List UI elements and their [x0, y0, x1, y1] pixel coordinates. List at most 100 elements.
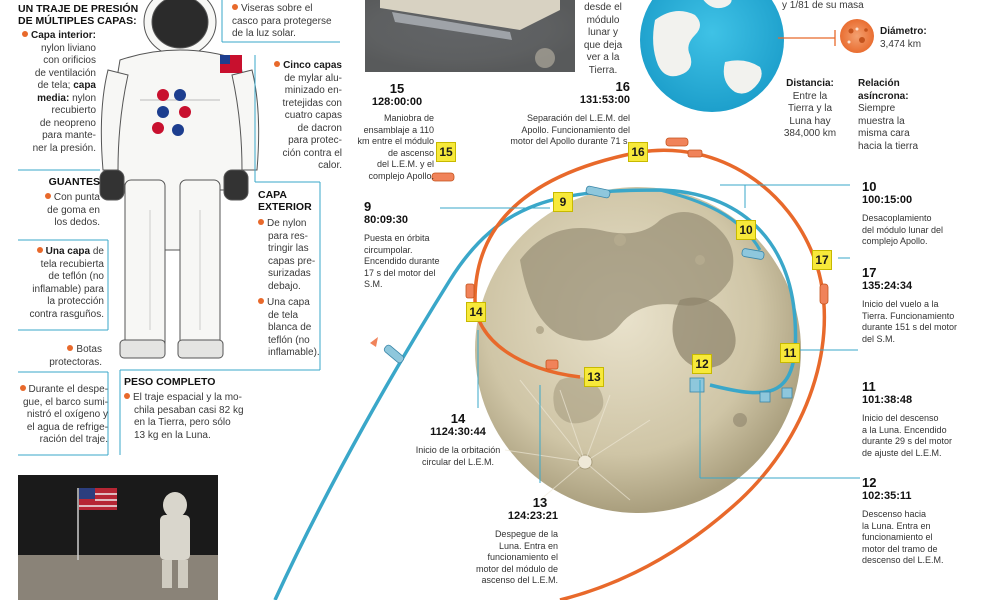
step-11: 11 101:38:48 Inicio del descenso a la Lu… — [862, 380, 987, 459]
middle-line: nylon — [72, 92, 96, 104]
distance-line: Tierra y la — [787, 103, 833, 114]
step-line: Apollo. Funcionamiento del — [521, 124, 630, 135]
small-moon-icon — [840, 19, 874, 53]
step-line: motor del tramo de — [862, 543, 938, 554]
middle-line: para mante- — [42, 130, 96, 141]
moon-disc-icon — [475, 187, 801, 513]
visors-line: casco para protegerse — [232, 15, 332, 27]
distance-label: Distancia: — [786, 78, 834, 89]
step-line: funcionamiento el — [487, 552, 558, 562]
top-spacecraft-photo — [365, 0, 575, 72]
badge-13: 13 — [584, 367, 604, 387]
step-line: Separación del L.E.M. del — [526, 113, 630, 123]
bullet-dot — [67, 345, 74, 351]
step-line: funcionamiento el — [862, 532, 933, 542]
outer-line: debajo. — [268, 280, 301, 292]
inner-line: nylon liviano — [40, 42, 96, 54]
middle-line: de neopreno — [39, 117, 96, 129]
step-line: circular del L.E.M. — [421, 456, 495, 467]
suit-title-line2: DE MÚLTIPLES CAPAS: — [18, 15, 137, 27]
step-number: 17 — [862, 265, 877, 280]
teflon-label: Una capa — [45, 246, 91, 257]
launch-line: Durante el despe- — [28, 384, 109, 395]
middle-line: ner la presión. — [32, 142, 96, 154]
badge-12: 12 — [692, 354, 712, 374]
step-line: del módulo lunar del — [862, 224, 944, 235]
inner-line: con orificios — [43, 55, 96, 66]
teflon-layer-text: Una capa de tela recubierta de teflón (n… — [8, 246, 105, 321]
step-line: Descenso hacia — [862, 509, 927, 519]
boots-line: protectoras. — [49, 356, 102, 368]
launch-text: Durante el despe- gue, el barco sumi- ni… — [8, 384, 108, 447]
gloves-line: de goma en — [47, 204, 100, 216]
step-line: 17 s del motor del — [364, 267, 436, 278]
step-line: Maniobra de — [383, 113, 434, 123]
suit-title: UN TRAJE DE PRESIÓN DE MÚLTIPLES CAPAS: — [18, 3, 168, 27]
teflon-line: inflamable) para — [32, 283, 104, 295]
step-line: del S.M. — [862, 333, 896, 344]
middle-line: recubierto — [51, 105, 96, 116]
step-9: 9 80:09:30 Puesta en órbita circumpolar.… — [364, 200, 464, 291]
gloves-text: Con punta de goma en los dedos. — [18, 192, 100, 230]
caption-line: módulo — [586, 14, 620, 26]
step-line: Tierra. Funcionamiento — [862, 310, 955, 321]
step-time: 131:53:00 — [579, 94, 630, 106]
astronaut-suit-illustration — [99, 0, 260, 359]
bullet-dot — [232, 4, 238, 10]
step-line: complejo Apollo. — [368, 170, 434, 181]
step-line: descenso del L.E.M. — [862, 555, 944, 565]
outer-line: De nylon — [267, 218, 307, 229]
mylar-line: tretejidas con — [282, 97, 342, 109]
middle-label2: media: — [37, 92, 70, 104]
mylar-line: de mylar alu- — [284, 72, 342, 84]
photo-caption: desde el módulo lunar y que deja ver a l… — [578, 2, 628, 77]
bullet-dot — [19, 385, 26, 391]
mylar-line: cuatro capas — [284, 110, 342, 121]
mylar-line: minizado en- — [284, 85, 342, 96]
bullet-dot — [21, 31, 28, 37]
step-line: Despegue de la — [494, 529, 558, 539]
relation-label: Relación — [858, 78, 900, 89]
outer-line: teflón (no — [268, 334, 310, 346]
relation-label: asíncrona: — [858, 90, 909, 102]
visors-text: Viseras sobre el casco para protegerse d… — [232, 3, 344, 41]
mass-text: y 1/81 de su masa — [782, 0, 864, 11]
step-line: Desacoplamiento — [862, 213, 932, 223]
weight-line: El traje espacial y la mo- — [133, 392, 242, 403]
bullet-dot — [44, 193, 51, 199]
suit-connectors — [152, 89, 191, 136]
distance-line: Entre la — [792, 90, 828, 102]
step-time: 80:09:30 — [364, 214, 409, 226]
step-line: ensamblaje a 110 — [363, 124, 434, 135]
weight-title: PESO COMPLETO — [124, 376, 216, 388]
step-time: 128:00:00 — [371, 96, 423, 108]
teflon-line: de teflón (no — [48, 271, 104, 282]
step-line: la Luna. Entra en — [862, 520, 931, 531]
teflon-line: de — [92, 246, 104, 257]
mylar-line: ción contra el — [282, 147, 342, 159]
outer-line: Una capa — [267, 297, 310, 308]
outer-title-line: EXTERIOR — [258, 201, 312, 213]
bullet-dot — [258, 298, 264, 304]
step-time: 124:23:21 — [507, 510, 558, 522]
inner-label: Capa interior: — [30, 30, 96, 41]
gloves-line: Con punta — [53, 192, 100, 203]
mylar-line: calor. — [318, 160, 342, 171]
outer-line: capas pre- — [268, 255, 316, 267]
step-line: Inicio del descenso — [862, 413, 939, 423]
teflon-line: la protección — [47, 296, 104, 307]
relation-block: Relación asíncrona: Siempre muestra la m… — [858, 78, 948, 153]
step-time: 135:24:34 — [862, 280, 913, 292]
lunar-module-icon — [431, 137, 829, 370]
bullet-dot — [258, 219, 264, 225]
weight-line: chila pesaban casi 82 kg — [134, 404, 244, 416]
step-line: a la Luna. Encendido — [862, 424, 947, 435]
step-17: 17 135:24:34 Inicio del vuelo a la Tierr… — [862, 266, 987, 345]
outer-line: tringir las — [268, 243, 309, 254]
step-line: durante 29 s del motor — [862, 436, 953, 446]
diameter-block: Diámetro: 3,474 km — [880, 26, 960, 51]
badge-9: 9 — [553, 192, 573, 212]
step-number: 13 — [532, 495, 548, 510]
step-12: 12 102:35:11 Descenso hacia la Luna. Ent… — [862, 476, 987, 567]
